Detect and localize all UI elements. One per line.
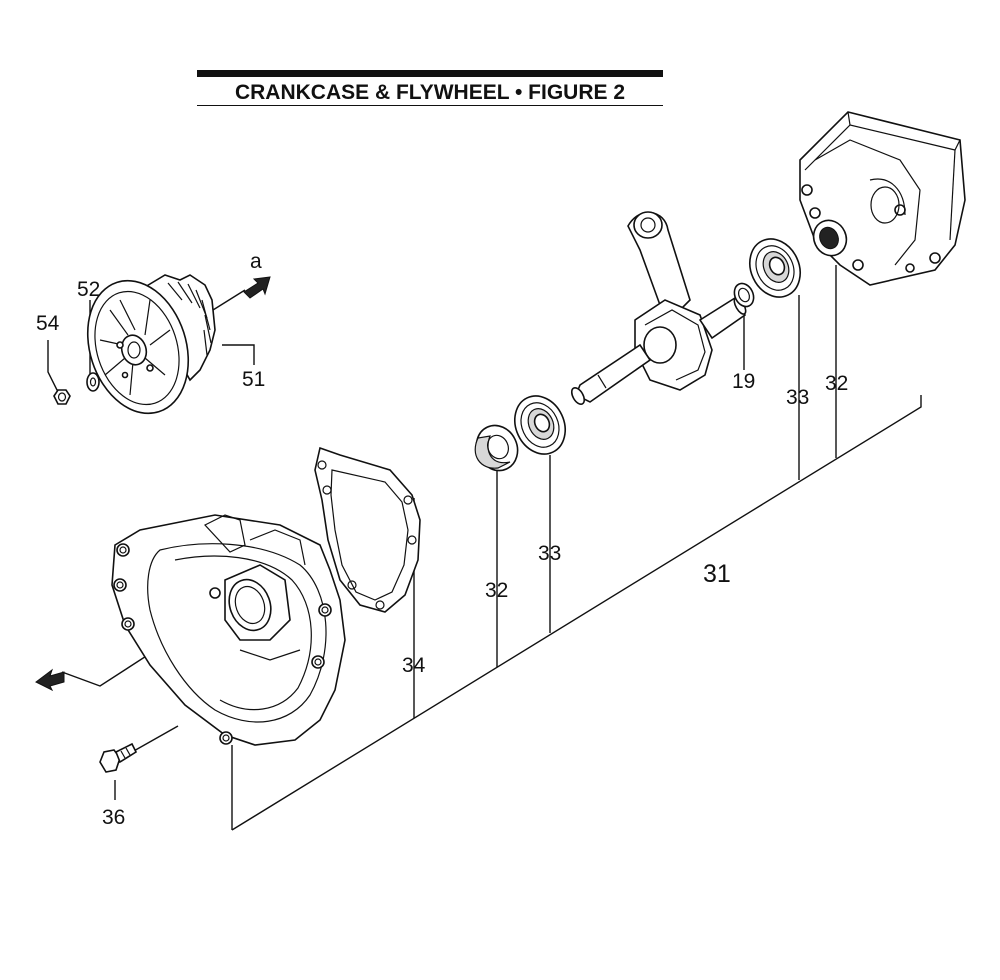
direction-arrow (35, 668, 65, 692)
gasket-34 (314, 446, 421, 613)
leader-31-main (231, 395, 922, 831)
oil-seal-32-center (474, 424, 519, 472)
bearing-33-center (514, 395, 566, 455)
crankshaft (570, 211, 747, 405)
flywheel (86, 274, 216, 415)
callout-33-center: 33 (538, 542, 561, 565)
bearing-33-right (749, 238, 801, 298)
callout-31: 31 (703, 560, 731, 588)
screw-36 (99, 742, 138, 773)
direction-arrows (35, 276, 271, 692)
washer-52 (86, 372, 100, 392)
figure-title-bar: CRANKCASE & FLYWHEEL • FIGURE 2 (197, 70, 663, 106)
crankcase-right-half (799, 111, 966, 286)
figure-title: CRANKCASE & FLYWHEEL • FIGURE 2 (234, 81, 626, 104)
leader-54 (47, 340, 59, 393)
screw-axis-line (131, 725, 179, 753)
washer-19 (733, 282, 755, 308)
leader-51 (222, 344, 255, 365)
crankcase-left-half (111, 514, 346, 746)
view-label-a: a (250, 250, 262, 273)
callout-19: 19 (732, 370, 755, 393)
callout-51: 51 (242, 368, 265, 391)
callout-32-right: 32 (825, 372, 848, 395)
callout-54: 54 (36, 312, 60, 335)
callout-labels: a 52 54 51 19 33 32 33 32 31 34 36 (36, 250, 848, 829)
callout-34: 34 (402, 654, 426, 677)
view-a-arrow (243, 276, 271, 299)
nut-54 (53, 389, 71, 405)
callout-36: 36 (102, 806, 125, 829)
callout-52: 52 (77, 278, 100, 301)
callout-32-center: 32 (485, 579, 508, 602)
callout-33-right: 33 (786, 386, 809, 409)
